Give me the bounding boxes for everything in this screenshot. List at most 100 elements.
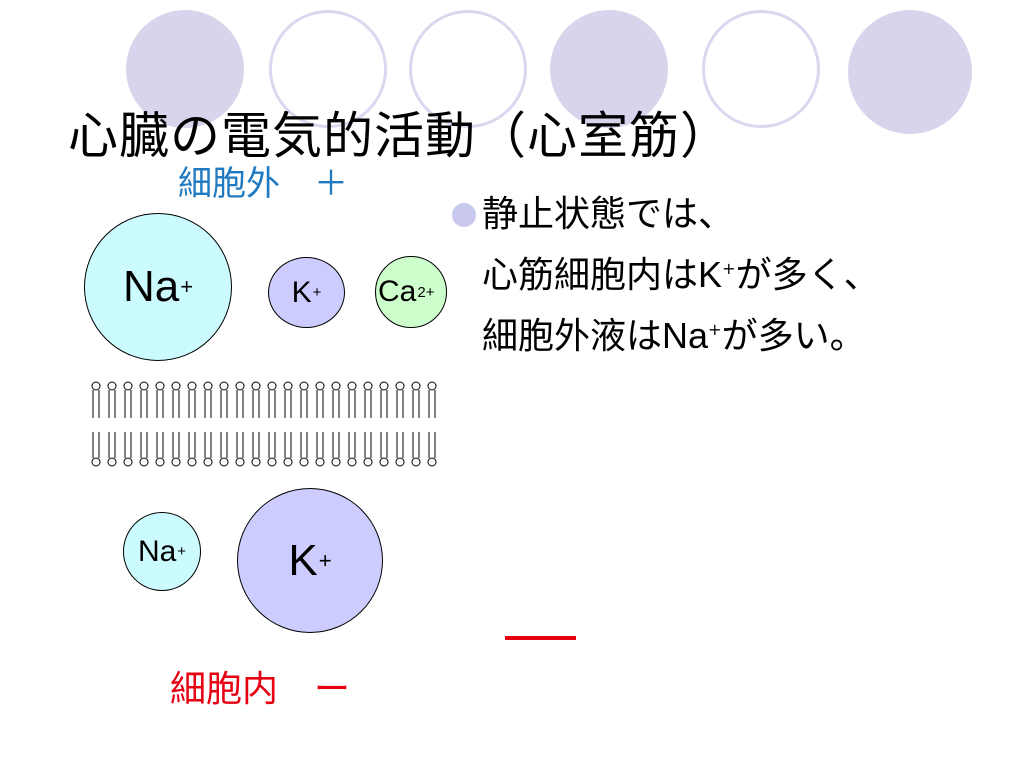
lipid-tail bbox=[412, 432, 420, 458]
ion-symbol: Na bbox=[662, 315, 709, 356]
decor-ring bbox=[269, 10, 387, 128]
lipid-tail bbox=[140, 390, 148, 418]
lipid-head bbox=[107, 457, 117, 467]
lipid-head bbox=[347, 457, 357, 467]
text-segment: が多い。 bbox=[721, 316, 866, 357]
decor-ring bbox=[702, 10, 820, 128]
lipid-head bbox=[203, 457, 213, 467]
ion-na-outside: Na+ bbox=[84, 213, 232, 361]
lipid-tail bbox=[284, 432, 292, 458]
lipid-tail bbox=[316, 432, 324, 458]
ion-symbol: K bbox=[698, 254, 723, 295]
bullet-icon bbox=[452, 203, 476, 227]
lipid-tail bbox=[156, 390, 164, 418]
lipid-tail bbox=[204, 390, 212, 418]
lipid-tail bbox=[172, 432, 180, 458]
lipid-head bbox=[235, 457, 245, 467]
lipid-tail bbox=[220, 390, 228, 418]
lipid-tail bbox=[108, 390, 116, 418]
lipid-head bbox=[139, 457, 149, 467]
bullet-item: 静止状態では、 bbox=[452, 188, 880, 242]
ion-symbol: K bbox=[288, 535, 318, 585]
ion-k-inside: K+ bbox=[237, 488, 383, 633]
lipid-head bbox=[91, 457, 101, 467]
decor-circle bbox=[126, 10, 244, 128]
ion-symbol: Na bbox=[122, 262, 180, 311]
lipid-head bbox=[427, 381, 437, 391]
ion-symbol: K bbox=[291, 275, 312, 309]
lipid-head bbox=[251, 457, 261, 467]
text-segment: 心筋細胞内は bbox=[482, 255, 699, 296]
bullet-line-2: 心筋細胞内はK+が多く、 bbox=[452, 242, 880, 303]
ion-k-outside: K+ bbox=[268, 257, 345, 328]
decor-circle bbox=[848, 10, 972, 134]
lipid-tail bbox=[412, 390, 420, 418]
lipid-head bbox=[363, 381, 373, 391]
lipid-head bbox=[411, 381, 421, 391]
lipid-head bbox=[283, 457, 293, 467]
cell-membrane-bilayer bbox=[91, 381, 437, 467]
lipid-head bbox=[187, 457, 197, 467]
lipid-head bbox=[379, 457, 389, 467]
lipid-head bbox=[219, 457, 229, 467]
lipid-head bbox=[331, 457, 341, 467]
lipid-head bbox=[235, 381, 245, 391]
lipid-tail bbox=[348, 432, 356, 458]
ion-charge: + bbox=[177, 543, 187, 560]
lipid-head bbox=[123, 457, 133, 467]
lipid-tail bbox=[140, 432, 148, 458]
lipid-tail bbox=[156, 432, 164, 458]
lipid-head bbox=[331, 381, 341, 391]
lipid-tail bbox=[380, 390, 388, 418]
extracellular-label: 細胞外 ＋ bbox=[178, 164, 348, 204]
lipid-head bbox=[107, 381, 117, 391]
lipid-tail bbox=[252, 390, 260, 418]
lipid-head bbox=[395, 457, 405, 467]
lipid-tail bbox=[92, 390, 100, 418]
lipid-head bbox=[363, 457, 373, 467]
ion-symbol: Na bbox=[137, 534, 177, 568]
lipid-tail bbox=[300, 390, 308, 418]
lipid-tail bbox=[92, 432, 100, 458]
lipid-tail bbox=[428, 432, 436, 458]
ion-charge: + bbox=[180, 274, 194, 299]
ion-symbol: Ca bbox=[378, 275, 417, 308]
intracellular-label: 細胞内 ー bbox=[170, 669, 351, 710]
lipid-tail bbox=[316, 390, 324, 418]
lipid-tail bbox=[300, 432, 308, 458]
lipid-head bbox=[427, 457, 437, 467]
lipid-tail bbox=[188, 390, 196, 418]
ion-charge: + bbox=[708, 320, 722, 339]
lipid-head bbox=[155, 457, 165, 467]
ion-na-inside: Na+ bbox=[123, 512, 201, 591]
bullet-line-1: 静止状態では、 bbox=[482, 194, 735, 235]
lipid-tail bbox=[268, 390, 276, 418]
lipid-head bbox=[219, 381, 229, 391]
lipid-tail bbox=[332, 432, 340, 458]
ion-charge: + bbox=[722, 259, 736, 278]
lipid-head bbox=[347, 381, 357, 391]
lipid-tail bbox=[428, 390, 436, 418]
lipid-tail bbox=[204, 432, 212, 458]
lipid-head bbox=[411, 457, 421, 467]
lipid-head bbox=[315, 381, 325, 391]
lipid-tail bbox=[172, 390, 180, 418]
ion-charge: 2+ bbox=[417, 283, 435, 301]
decor-circle bbox=[550, 10, 668, 128]
lipid-tail bbox=[124, 390, 132, 418]
lipid-head bbox=[379, 381, 389, 391]
lipid-tail bbox=[332, 390, 340, 418]
lipid-tail bbox=[188, 432, 196, 458]
lipid-head bbox=[299, 457, 309, 467]
ion-charge: + bbox=[312, 284, 322, 301]
bullet-text: 静止状態では、 心筋細胞内はK+が多く、 細胞外液はNa+が多い。 bbox=[452, 188, 880, 364]
text-segment: 細胞外液は bbox=[482, 316, 663, 357]
slide-title: 心臓の電気的活動（心室筋） bbox=[68, 106, 731, 165]
lipid-head bbox=[91, 381, 101, 391]
lipid-head bbox=[299, 381, 309, 391]
lipid-tail bbox=[124, 432, 132, 458]
lipid-head bbox=[155, 381, 165, 391]
lipid-tail bbox=[364, 390, 372, 418]
bullet-line-3: 細胞外液はNa+が多い。 bbox=[452, 303, 880, 364]
lipid-tail bbox=[396, 432, 404, 458]
